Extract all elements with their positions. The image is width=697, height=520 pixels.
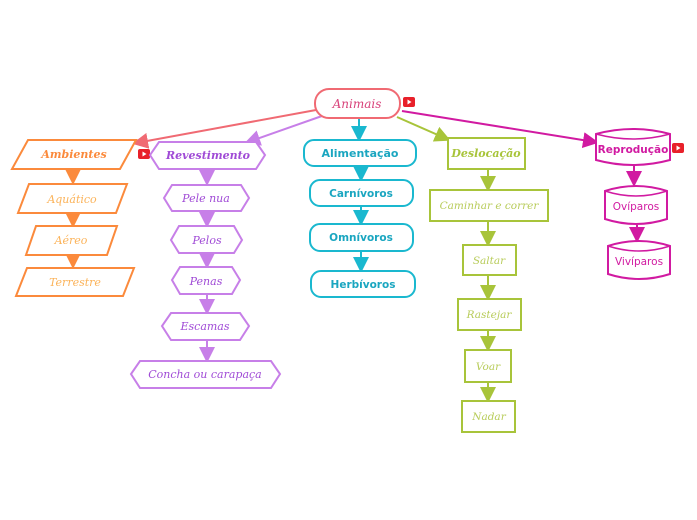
item-label: Caminhar e correr [440, 200, 540, 212]
link-root-revestimento [244, 115, 323, 146]
alimentacao-item-herbivoros[interactable]: Herbívoros [310, 270, 416, 298]
item-label: Omnívoros [329, 232, 393, 244]
video-icon[interactable] [403, 97, 415, 107]
item-label: Voar [476, 361, 501, 373]
link-root-reproducao [401, 110, 599, 148]
branch-title: Deslocação [450, 147, 520, 160]
branch-title: Revestimento [165, 149, 250, 162]
revestimento-item-pele-nua[interactable]: Pele nua [162, 184, 251, 212]
deslocacao-item-rastejar[interactable]: Rastejar [457, 298, 522, 331]
branch-title: Alimentação [322, 147, 399, 160]
item-label: Concha ou carapaça [148, 368, 261, 381]
revestimento-item-penas[interactable]: Penas [170, 266, 242, 295]
ambientes-item-aquatico[interactable]: Aquático [16, 183, 129, 214]
reproducao-item-oviparos[interactable]: Ovíparos [604, 185, 668, 225]
item-label: Aéreo [54, 234, 88, 247]
deslocacao-item-saltar[interactable]: Saltar [462, 244, 517, 276]
root-node-animais[interactable]: Animais [314, 88, 401, 119]
item-label: Nadar [471, 411, 506, 423]
reproducao-links [626, 166, 645, 243]
item-label: Saltar [473, 255, 506, 267]
alimentacao-item-omnivoros[interactable]: Omnívoros [309, 223, 414, 252]
item-label: Rastejar [466, 309, 513, 321]
revestimento-item-concha[interactable]: Concha ou carapaça [129, 360, 282, 389]
revestimento-item-pelos[interactable]: Pelos [169, 225, 244, 254]
item-label: Aquático [46, 193, 97, 206]
branch-alimentacao[interactable]: Alimentação [303, 139, 417, 167]
branch-reproducao[interactable]: Reprodução [595, 128, 671, 166]
deslocacao-item-nadar[interactable]: Nadar [461, 400, 516, 433]
branch-deslocacao[interactable]: Deslocação [447, 137, 526, 170]
deslocacao-item-voar[interactable]: Voar [464, 349, 512, 383]
branch-title: Reprodução [598, 144, 669, 156]
revestimento-item-escamas[interactable]: Escamas [160, 312, 251, 341]
video-icon[interactable] [138, 149, 150, 159]
item-label: Pelos [191, 234, 222, 247]
item-label: Penas [189, 275, 223, 288]
video-icon[interactable] [672, 143, 684, 153]
item-label: Herbívoros [331, 279, 396, 291]
reproducao-item-viviparos[interactable]: Vivíparos [607, 240, 671, 280]
item-label: Ovíparos [613, 201, 659, 213]
deslocacao-item-caminhar[interactable]: Caminhar e correr [429, 189, 549, 222]
branch-title: Ambientes [40, 148, 106, 161]
branch-revestimento[interactable]: Revestimento [148, 141, 267, 170]
alimentacao-item-carnivoros[interactable]: Carnívoros [309, 179, 414, 207]
item-label: Pele nua [181, 192, 230, 205]
ambientes-item-terrestre[interactable]: Terrestre [14, 267, 136, 297]
branch-ambientes[interactable]: Ambientes [10, 139, 138, 170]
link-root-ambientes [132, 109, 317, 149]
item-label: Carnívoros [329, 188, 393, 200]
item-label: Vivíparos [615, 256, 663, 268]
item-label: Escamas [179, 320, 229, 333]
link-root-deslocacao [396, 116, 451, 142]
root-label: Animais [332, 97, 382, 111]
item-label: Terrestre [49, 276, 101, 289]
ambientes-item-aereo[interactable]: Aéreo [24, 225, 119, 256]
